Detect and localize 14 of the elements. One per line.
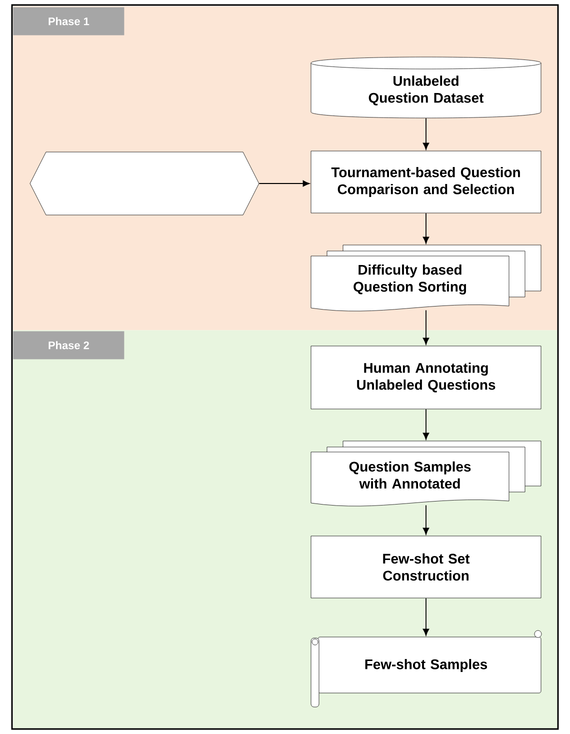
hexagon-shape: [30, 152, 260, 216]
document-stack: Question Samples with Annotated: [310, 440, 542, 506]
process-box: Human Annotating Unlabeled Questions: [310, 346, 542, 410]
arrow: [422, 310, 430, 345]
arrow: [258, 180, 310, 187]
arrow: [422, 598, 430, 636]
database-cylinder: Unlabeled Question Dataset: [310, 56, 542, 118]
process-box: Tournament-based Question Comparison and Selection: [310, 150, 542, 214]
arrow: [422, 212, 430, 244]
document-stack: Difficulty based Question Sorting: [310, 244, 542, 312]
arrow: [422, 118, 430, 150]
arrow: [422, 504, 430, 535]
process-box: Few-shot Set Construction: [310, 536, 542, 598]
arrow: [422, 408, 430, 440]
